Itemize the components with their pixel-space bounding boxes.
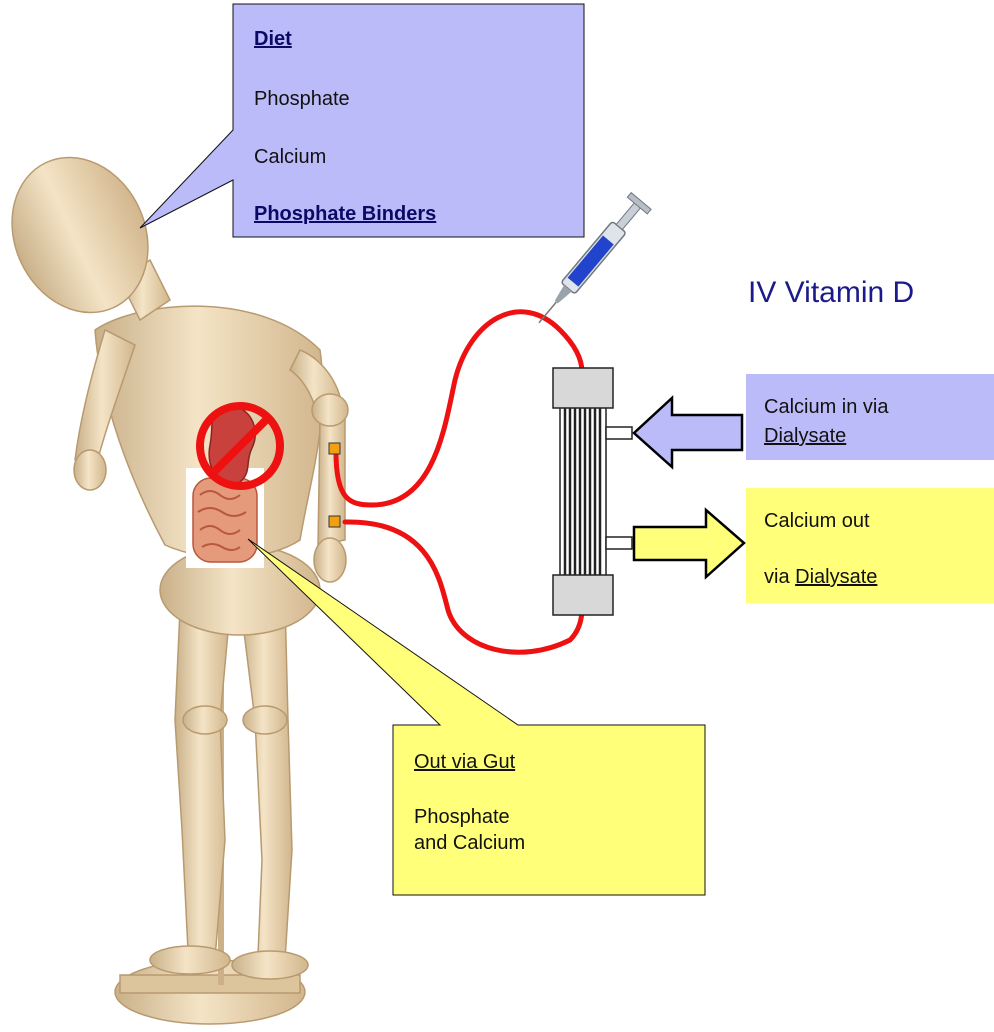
diet-item-calcium: Calcium [254,146,326,169]
arterial-tubing [336,312,582,505]
calcium-out-via-prefix: via [764,566,795,588]
calcium-out-dialysate-link[interactable]: Dialysate [795,566,877,588]
calcium-in-text: Calcium in via [764,396,888,419]
gut-line-phosphate: Phosphate [414,806,510,829]
dialysate-out-arrow [634,510,744,577]
phosphate-binders-label: Phosphate Binders [254,203,436,226]
iv-vitamin-d-label: IV Vitamin D [748,276,914,310]
dialysate-in-arrow [634,398,742,467]
gut-line-calcium: and Calcium [414,832,525,855]
access-port-upper [329,443,340,454]
calcium-out-text: Calcium out [764,510,870,533]
calcium-in-dialysate-link[interactable]: Dialysate [764,425,846,448]
access-port-lower [329,516,340,527]
dialyzer [553,368,632,615]
gut-heading: Out via Gut [414,751,515,774]
diet-item-phosphate: Phosphate [254,88,350,111]
calcium-out-via-line: via Dialysate [764,566,877,589]
diet-heading: Diet [254,28,292,51]
